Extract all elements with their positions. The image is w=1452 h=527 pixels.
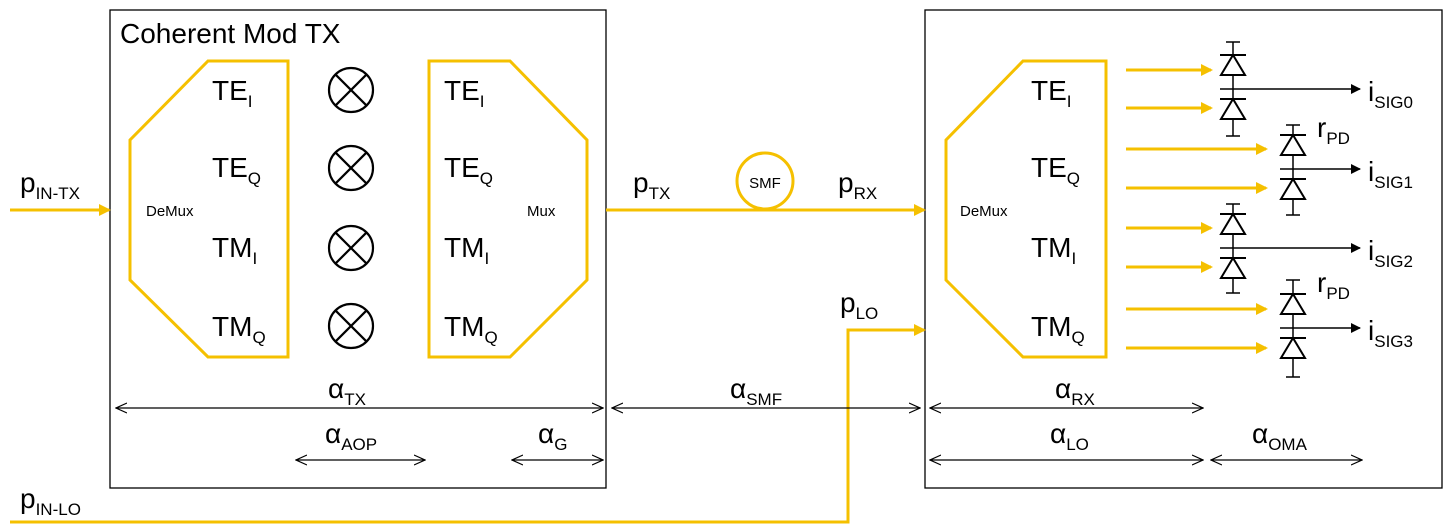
tx-mux-channel-3: TMQ: [444, 311, 498, 347]
output-current-label-1: iSIG1: [1368, 156, 1413, 192]
rx-demux-channel-3: TMQ: [1031, 311, 1085, 347]
alpha-tx-label: αTX: [328, 373, 366, 409]
lo-path: [10, 324, 926, 524]
output-current-label-3: iSIG3: [1368, 315, 1413, 351]
photodiode-pair-3: [1279, 279, 1361, 378]
tx-mux-channel-2: TMI: [444, 232, 489, 268]
tx-demux-channel-3: TMQ: [212, 311, 266, 347]
p-tx-label: pTX: [633, 167, 670, 203]
rx-demux-channel-0: TEI: [1031, 75, 1072, 111]
tx-demux-channel-0: TEI: [212, 75, 253, 111]
rx-demux-shape: [944, 59, 1108, 359]
tx-title: Coherent Mod TX: [120, 18, 341, 49]
p-lo-label: pLO: [840, 287, 878, 323]
smf-label: SMF: [749, 175, 781, 192]
rx-box: [924, 9, 1443, 489]
p-in-lo-label: pIN-LO: [20, 483, 81, 519]
p-in-tx-label: pIN-TX: [20, 167, 80, 203]
alpha-aop-label: αAOP: [325, 418, 377, 454]
alpha-g-label: αG: [538, 418, 567, 454]
photodiode-pair-1: [1279, 124, 1361, 216]
tx-box: [109, 9, 607, 489]
tx-mux-label: Mux: [527, 203, 556, 220]
rx-demux-label: DeMux: [960, 203, 1008, 220]
photodiode-pair-2: [1219, 203, 1361, 294]
alpha-lo-label: αLO: [1050, 418, 1089, 454]
modulator-icon-2: [327, 224, 375, 272]
modulator-icon-1: [327, 144, 375, 192]
tx-demux-channel-2: TMI: [212, 232, 257, 268]
rx-demux-channel-1: TEQ: [1031, 152, 1080, 188]
output-current-label-0: iSIG0: [1368, 76, 1413, 112]
tx-demux-label: DeMux: [146, 203, 194, 220]
modulator-icon-3: [327, 302, 375, 350]
tx-mux-channel-0: TEI: [444, 75, 485, 111]
output-current-label-2: iSIG2: [1368, 235, 1413, 271]
tx-demux-shape: [128, 59, 290, 359]
r-pd-label-3: rPD: [1317, 267, 1350, 303]
tx-demux-channel-1: TEQ: [212, 152, 261, 188]
alpha-smf-label: αSMF: [730, 373, 782, 409]
modulator-icon-0: [327, 66, 375, 114]
rx-demux-channel-2: TMI: [1031, 232, 1076, 268]
p-rx-label: pRX: [838, 167, 877, 203]
photodiode-pair-0: [1219, 41, 1361, 137]
alpha-oma-label: αOMA: [1252, 418, 1308, 454]
tx-mux-shape: [427, 59, 589, 359]
r-pd-label-1: rPD: [1317, 112, 1350, 148]
tx-mux-channel-1: TEQ: [444, 152, 493, 188]
alpha-rx-label: αRX: [1055, 373, 1095, 409]
